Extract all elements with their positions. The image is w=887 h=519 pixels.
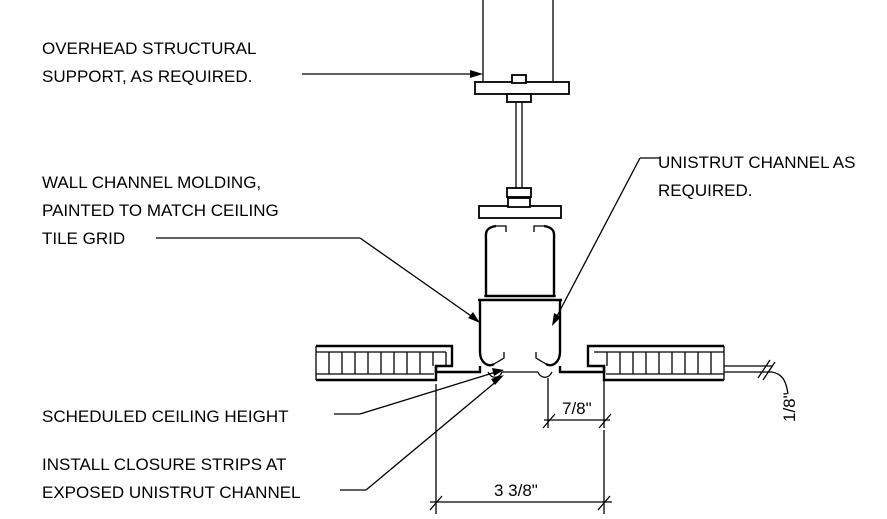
dimension-lip [542, 378, 612, 429]
label-unistrut-line1: UNISTRUT CHANNEL AS [658, 153, 855, 172]
arrowhead-unistrut [552, 313, 561, 326]
arrowhead-ceiling-height [492, 368, 504, 376]
overhead-support [474, 0, 570, 103]
left-ceiling-tile [315, 344, 482, 382]
dimension-width [429, 384, 612, 514]
arrowhead-wall-channel [468, 312, 480, 323]
right-ceiling-tile [558, 344, 772, 382]
label-closure-line2: EXPOSED UNISTRUT CHANNEL [42, 483, 301, 502]
arrowhead-overhead [470, 70, 483, 78]
label-overhead-line2: SUPPORT, AS REQUIRED. [42, 67, 252, 86]
label-overhead-line1: OVERHEAD STRUCTURAL [42, 39, 256, 58]
threaded-rod [506, 102, 532, 198]
label-closure-line1: INSTALL CLOSURE STRIPS AT [42, 455, 286, 474]
arrowhead-closure [491, 375, 504, 385]
label-unistrut-line2: REQUIRED. [658, 181, 752, 200]
dimension-lip-text: 7/8" [562, 399, 592, 418]
leader-lines [156, 70, 660, 491]
unistrut-channel [478, 197, 562, 298]
label-wall-line2: PAINTED TO MATCH CEILING [42, 201, 279, 220]
label-wall-line1: WALL CHANNEL MOLDING, [42, 173, 261, 192]
wall-channel-molding [478, 298, 562, 378]
label-ceiling-height: SCHEDULED CEILING HEIGHT [42, 407, 289, 426]
label-wall-line3: TILE GRID [42, 229, 125, 248]
dimension-gap [757, 359, 789, 395]
dimension-width-text: 3 3/8" [494, 481, 538, 500]
dimension-gap-text: 1/8" [780, 392, 799, 422]
